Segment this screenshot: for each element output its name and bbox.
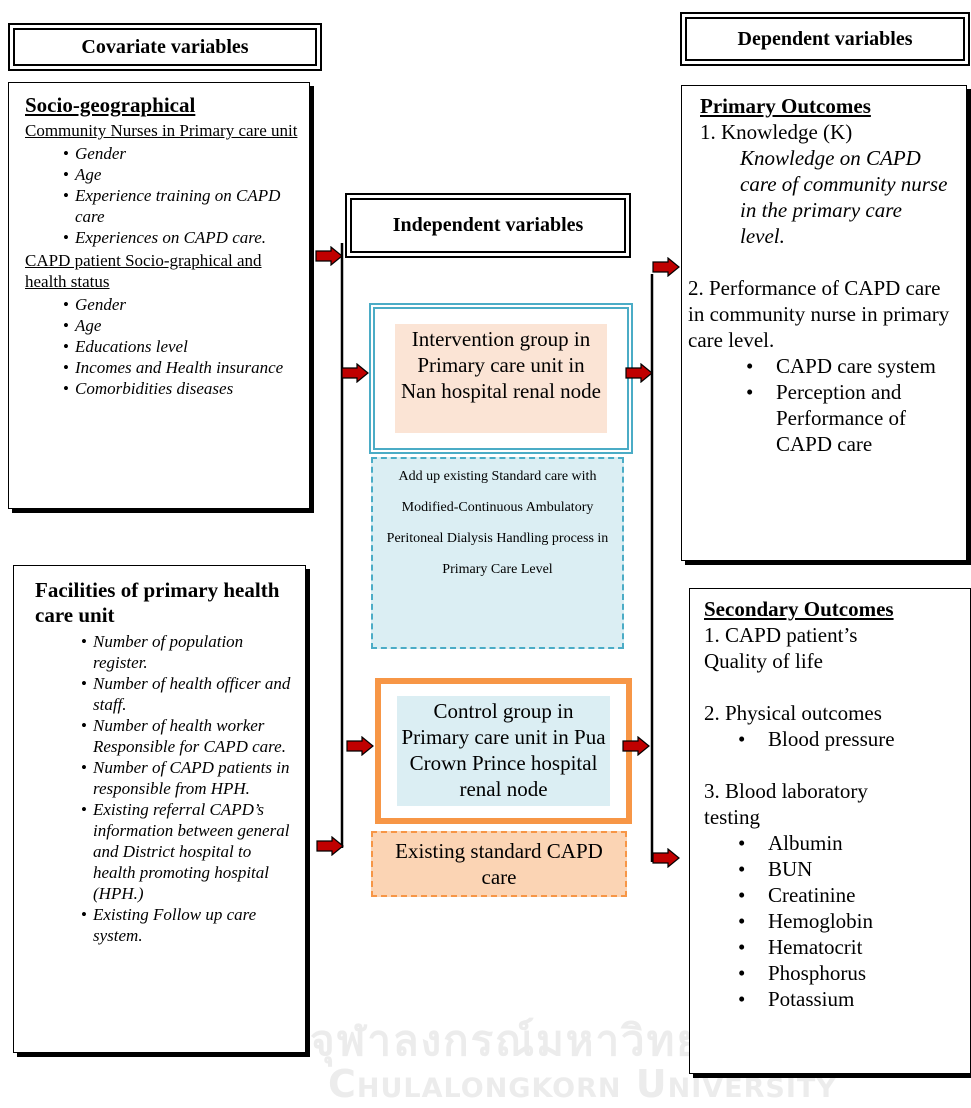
facility-item: Number of health officer and staff. bbox=[81, 673, 297, 715]
patient-item: Age bbox=[63, 315, 303, 336]
lab-item: BUN bbox=[738, 856, 964, 882]
dependent-header: Dependent variables bbox=[680, 12, 970, 66]
nurses-heading: Community Nurses in Primary care unit bbox=[25, 121, 298, 140]
performance-item: Perception and Performance of CAPD care bbox=[746, 379, 960, 457]
lab-items: AlbuminBUNCreatinineHemoglobinHematocrit… bbox=[704, 830, 964, 1012]
nurse-items: GenderAgeExperience training on CAPD car… bbox=[25, 143, 303, 248]
performance-label: 2. Performance of CAPD care in community… bbox=[688, 276, 950, 352]
facilities-arrow bbox=[316, 836, 344, 856]
primary-title: Primary Outcomes bbox=[700, 94, 871, 118]
control-detail: Existing standard CAPD care bbox=[371, 831, 627, 897]
lab-label: 3. Blood laboratory testing bbox=[704, 779, 868, 829]
independent-header: Independent variables bbox=[345, 193, 631, 258]
facility-item: Number of CAPD patients in responsible f… bbox=[81, 757, 297, 799]
facility-items: Number of population register.Number of … bbox=[35, 631, 297, 946]
nurse-item: Age bbox=[63, 164, 303, 185]
primary-outcomes-box: Primary Outcomes 1. Knowledge (K) Knowle… bbox=[681, 85, 967, 561]
patient-heading: CAPD patient Socio-graphical and health … bbox=[25, 251, 262, 291]
facilities-box: Facilities of primary health care unit N… bbox=[13, 565, 306, 1053]
physical-items: Blood pressure bbox=[704, 726, 964, 752]
intervention-box: Intervention group in Primary care unit … bbox=[369, 303, 633, 454]
intervention-out-arrow bbox=[625, 363, 653, 383]
covariate-header: Covariate variables bbox=[8, 23, 322, 71]
patient-item: Comorbidities diseases bbox=[63, 378, 303, 399]
primary-arrow bbox=[652, 257, 680, 277]
patient-item: Incomes and Health insurance bbox=[63, 357, 303, 378]
lab-item: Hemoglobin bbox=[738, 908, 964, 934]
facility-item: Number of health worker Responsible for … bbox=[81, 715, 297, 757]
socio-geographical-box: Socio-geographical Community Nurses in P… bbox=[8, 82, 310, 509]
secondary-arrow bbox=[652, 848, 680, 868]
knowledge-label: 1. Knowledge (K) bbox=[700, 120, 853, 144]
secondary-outcomes-box: Secondary Outcomes 1. CAPD patient’s Qua… bbox=[689, 588, 971, 1074]
qol-label: 1. CAPD patient’s Quality of life bbox=[704, 623, 858, 673]
knowledge-items: Knowledge on CAPD care of community nurs… bbox=[700, 145, 960, 249]
lab-item: Albumin bbox=[738, 830, 964, 856]
facility-item: Existing referral CAPD’s information bet… bbox=[81, 799, 297, 904]
facilities-title: Facilities of primary health care unit bbox=[35, 578, 280, 627]
intervention-in-arrow bbox=[341, 363, 369, 383]
control-box: Control group in Primary care unit in Pu… bbox=[375, 678, 632, 824]
physical-item: Blood pressure bbox=[738, 726, 964, 752]
control-in-arrow bbox=[346, 736, 374, 756]
lab-item: Hematocrit bbox=[738, 934, 964, 960]
socio-title: Socio-geographical bbox=[25, 93, 196, 117]
performance-items: CAPD care systemPerception and Performan… bbox=[700, 353, 960, 457]
secondary-title: Secondary Outcomes bbox=[704, 597, 894, 621]
knowledge-item: Knowledge on CAPD care of community nurs… bbox=[740, 146, 948, 248]
lab-item: Phosphorus bbox=[738, 960, 964, 986]
nurse-item: Experiences on CAPD care. bbox=[63, 227, 303, 248]
nurse-item: Experience training on CAPD care bbox=[63, 185, 303, 227]
nurse-item: Gender bbox=[63, 143, 303, 164]
lab-item: Creatinine bbox=[738, 882, 964, 908]
patient-items: GenderAgeEducations levelIncomes and Hea… bbox=[25, 294, 303, 399]
socio-arrow bbox=[315, 246, 343, 266]
intervention-label: Intervention group in Primary care unit … bbox=[395, 324, 607, 433]
control-label: Control group in Primary care unit in Pu… bbox=[397, 696, 610, 806]
patient-item: Educations level bbox=[63, 336, 303, 357]
intervention-detail: Add up existing Standard care with Modif… bbox=[371, 457, 624, 649]
facility-item: Existing Follow up care system. bbox=[81, 904, 297, 946]
facility-item: Number of population register. bbox=[81, 631, 297, 673]
physical-label: 2. Physical outcomes bbox=[704, 701, 882, 725]
patient-item: Gender bbox=[63, 294, 303, 315]
control-out-arrow bbox=[622, 736, 650, 756]
lab-item: Potassium bbox=[738, 986, 964, 1012]
performance-item: CAPD care system bbox=[746, 353, 960, 379]
